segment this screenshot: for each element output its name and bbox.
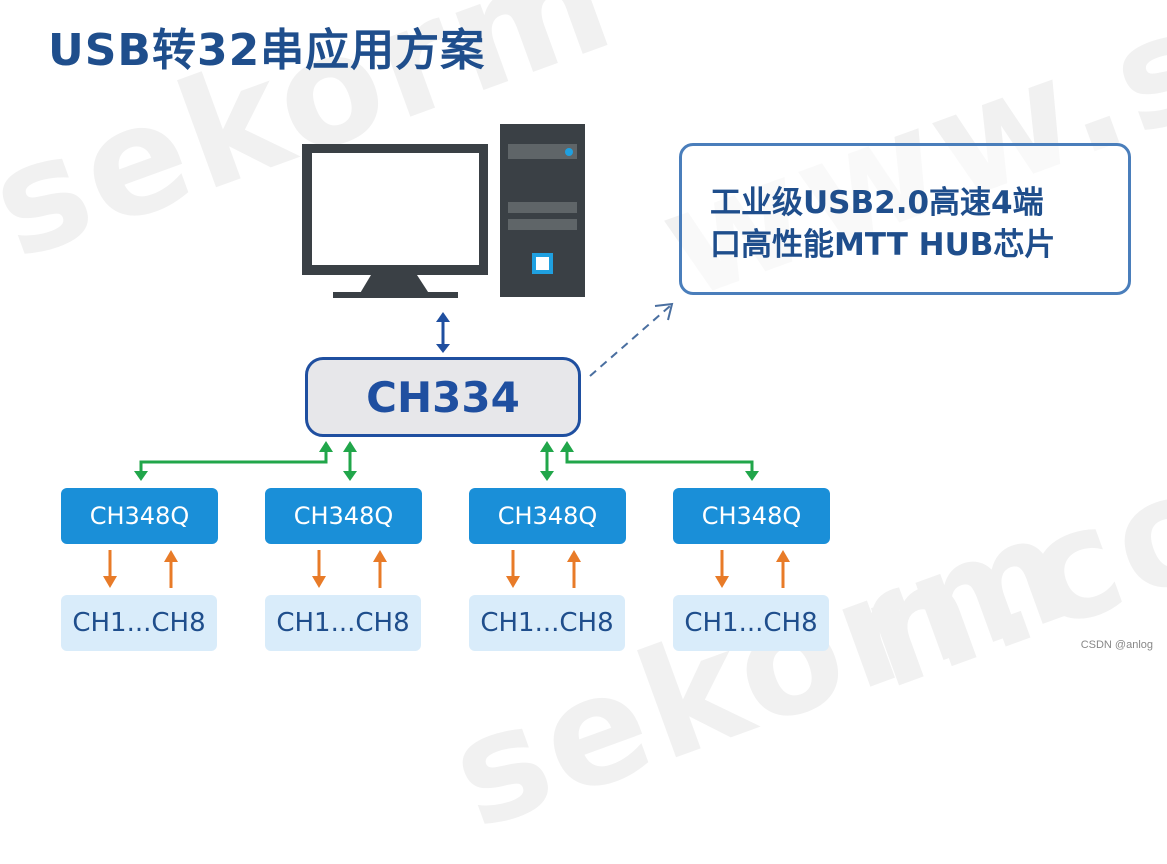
- channel-data-arrows: [103, 550, 790, 588]
- source-credit: CSDN @anlog: [1080, 639, 1153, 651]
- channel-group: CH1...CH8: [469, 595, 625, 651]
- channel-group-label: CH1...CH8: [276, 608, 410, 638]
- hub-description-callout: 工业级USB2.0高速4端 口高性能MTT HUB芯片: [679, 143, 1131, 295]
- hub-chip-ch334: CH334: [305, 357, 581, 437]
- channel-group-label: CH1...CH8: [72, 608, 206, 638]
- callout-pointer-arrow: [589, 302, 674, 377]
- monitor-icon: [302, 144, 488, 298]
- page-title: USB转32串应用方案: [48, 25, 486, 76]
- hub-chip-label: CH334: [366, 372, 520, 422]
- hub-port-links: [134, 441, 759, 481]
- channel-group: CH1...CH8: [673, 595, 829, 651]
- callout-line-1: 工业级USB2.0高速4端: [710, 185, 1044, 221]
- channel-group-label: CH1...CH8: [480, 608, 614, 638]
- channel-group-label: CH1...CH8: [684, 608, 818, 638]
- uart-chip: CH348Q: [61, 488, 218, 544]
- uart-chip: CH348Q: [673, 488, 830, 544]
- callout-line-2: 口高性能MTT HUB芯片: [710, 227, 1056, 263]
- uart-chip-label: CH348Q: [701, 502, 802, 530]
- pc-tower-icon: [500, 124, 585, 297]
- channel-group: CH1...CH8: [265, 595, 421, 651]
- uart-chip: CH348Q: [469, 488, 626, 544]
- uart-chip-label: CH348Q: [293, 502, 394, 530]
- callout-text: 工业级USB2.0高速4端 口高性能MTT HUB芯片: [710, 182, 1055, 266]
- uart-chip-label: CH348Q: [497, 502, 598, 530]
- uart-chip: CH348Q: [265, 488, 422, 544]
- uart-chip-label: CH348Q: [89, 502, 190, 530]
- channel-group: CH1...CH8: [61, 595, 217, 651]
- diagram-connectors: [103, 124, 790, 588]
- usb-link-arrow: [436, 312, 450, 353]
